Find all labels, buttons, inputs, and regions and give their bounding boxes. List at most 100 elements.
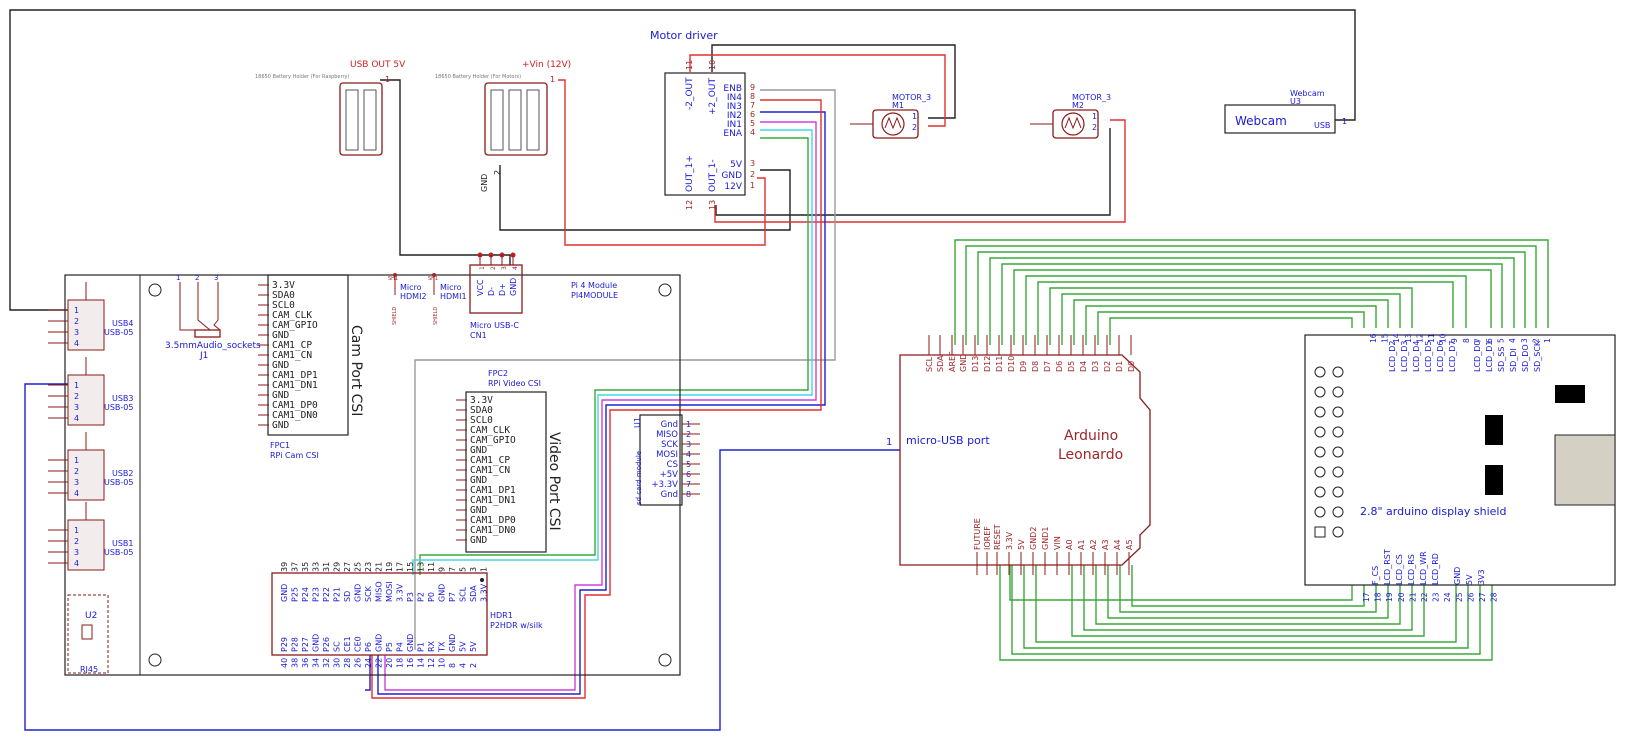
hdr-top-name: GND (438, 584, 447, 602)
hdr-top-name: P21 (333, 587, 342, 602)
display-top-num: 9 (1450, 338, 1459, 343)
ard-bottom-pin: GND1 (1041, 527, 1050, 550)
csi-pin-name: GND (272, 420, 289, 431)
ard-bottom-pin: 5V (1017, 539, 1026, 550)
motor-m1: MOTOR_3 M1 1 2 (850, 93, 931, 139)
ard-top-pin: D0 (1127, 361, 1136, 372)
svg-text:11: 11 (685, 60, 694, 70)
hdr-bottom-num: 28 (343, 658, 352, 668)
svg-text:1: 1 (1092, 112, 1097, 121)
hdr-bottom-name: RX (427, 640, 436, 652)
hdr-bottom-name: 5V (469, 641, 478, 652)
csi-pin-name: CAM_CLK (470, 425, 510, 436)
display-bottom-num: 19 (1385, 592, 1394, 602)
display-bottom-num: 20 (1397, 592, 1406, 602)
display-bottom-name: LCD_RD (1431, 553, 1440, 585)
svg-text:U2: U2 (85, 611, 97, 621)
hdr-top-num: 37 (291, 562, 300, 572)
usb-port-body (67, 374, 105, 426)
ard-top-pin: D8 (1031, 361, 1040, 372)
display-top-name: LCD_D7 (1448, 341, 1457, 372)
hdr-top-name: MISO (375, 581, 384, 602)
usb-pin-num: 1 (74, 306, 79, 315)
svg-text:M2: M2 (1072, 101, 1084, 110)
svg-text:RJ45: RJ45 (80, 665, 98, 674)
display-bottom-num: 21 (1408, 592, 1417, 602)
usbc-pin-name: GND (509, 278, 518, 296)
hdr-top-name: P7 (448, 592, 457, 602)
display-pad (1332, 486, 1344, 498)
ard-bottom-pin: VIN (1053, 536, 1062, 550)
svg-text:2: 2 (493, 170, 502, 175)
hdr-top-name: SCK (364, 585, 373, 602)
svg-text:+2_OUT: +2_OUT (708, 78, 718, 115)
hdr-bottom-name: GND (448, 634, 457, 652)
wire-micro-usb (24, 383, 900, 731)
csi-pin-name: CAM1_DP0 (272, 400, 318, 411)
wire-in1 (412, 129, 813, 575)
display-top-num: 6 (1485, 338, 1494, 343)
hdr-bottom-num: 8 (448, 663, 457, 668)
ard-top-pin: D2 (1103, 361, 1112, 372)
hdr-top-num: 27 (343, 562, 352, 572)
display-top-name: SD_SCK (1533, 340, 1542, 372)
usb-port-body (67, 449, 105, 501)
csi-pin-name: CAM1_CP (272, 340, 312, 351)
svg-text:2: 2 (195, 274, 199, 282)
svg-text:HDMI2: HDMI2 (400, 292, 427, 301)
csi-pin-name: CAM1_DN0 (272, 410, 318, 421)
ard-bottom-pin: A2 (1089, 539, 1098, 550)
display-top-name: LCD_D0 (1473, 341, 1482, 372)
hdr-top-num: 9 (438, 567, 447, 572)
ard-top-pin: D9 (1019, 361, 1028, 372)
hdr-top-name: 3.3V (396, 583, 405, 602)
display-top-num: 15 (1381, 333, 1390, 343)
svg-text:RPi Video CSI: RPi Video CSI (488, 379, 541, 388)
svg-text:MOTOR_3: MOTOR_3 (1072, 93, 1111, 102)
svg-text:MOTOR_3: MOTOR_3 (892, 93, 931, 102)
display-bottom-num: 18 (1374, 592, 1383, 602)
display-top-num: 1 (1543, 338, 1552, 343)
hdr-bottom-num: 12 (427, 658, 436, 668)
webcam: Webcam U3 Webcam USB 1 (1224, 89, 1347, 134)
md-pin-num: 1 (750, 181, 755, 190)
hdr-top-num: 1 (480, 567, 489, 572)
svg-text:Pi 4 Module: Pi 4 Module (571, 281, 617, 290)
hdr-top-name: GND (280, 584, 289, 602)
battery-holder-rpi: USB OUT 5V 18650 Battery Holder (For Ras… (255, 60, 406, 156)
hdr-bottom-num: 4 (459, 663, 468, 668)
ard-top-pin: D12 (983, 356, 992, 372)
usb-port-name: USB3 (112, 394, 134, 403)
display-pad (1332, 446, 1344, 458)
hdr-bottom-num: 18 (396, 658, 405, 668)
hdr-bottom-num: 2 (469, 663, 478, 668)
md-pin-name: IN3 (727, 102, 742, 112)
display-top-num: 11 (1427, 333, 1436, 343)
csi-pin-name: CAM1_DN1 (470, 495, 516, 506)
wire-motor2-b (714, 119, 1126, 223)
md-pin-num: 4 (750, 128, 755, 137)
hdr-top-name: P24 (301, 587, 310, 602)
hdr-top-num: 39 (280, 562, 289, 572)
battery-rpi-caption: 18650 Battery Holder (For Raspberry) (255, 74, 349, 80)
svg-text:Webcam: Webcam (1290, 89, 1325, 98)
display-top-name: LCD_D6 (1436, 341, 1445, 372)
md-pin-num: 3 (750, 159, 755, 168)
display-top-name: SD_SS (1497, 347, 1506, 372)
svg-text:P2HDR w/silk: P2HDR w/silk (490, 621, 543, 630)
wire-webcam-usb (9, 9, 1356, 311)
usb-port-type: USB-05 (104, 403, 134, 412)
usb-pin-num: 2 (74, 467, 79, 476)
hdr-bottom-num: 16 (406, 658, 415, 668)
csi-pin-name: SDA0 (272, 290, 295, 301)
usb-pin-num: 4 (74, 339, 79, 348)
display-bottom-name: LCD_WR (1419, 551, 1428, 585)
svg-text:13: 13 (708, 200, 717, 210)
svg-text:HDMI1: HDMI1 (440, 292, 467, 301)
display-pad (1314, 446, 1326, 458)
display-top-num: 3 (1520, 338, 1529, 343)
hdr-top-name: P22 (322, 587, 331, 602)
csi-pin-name: GND (272, 390, 289, 401)
